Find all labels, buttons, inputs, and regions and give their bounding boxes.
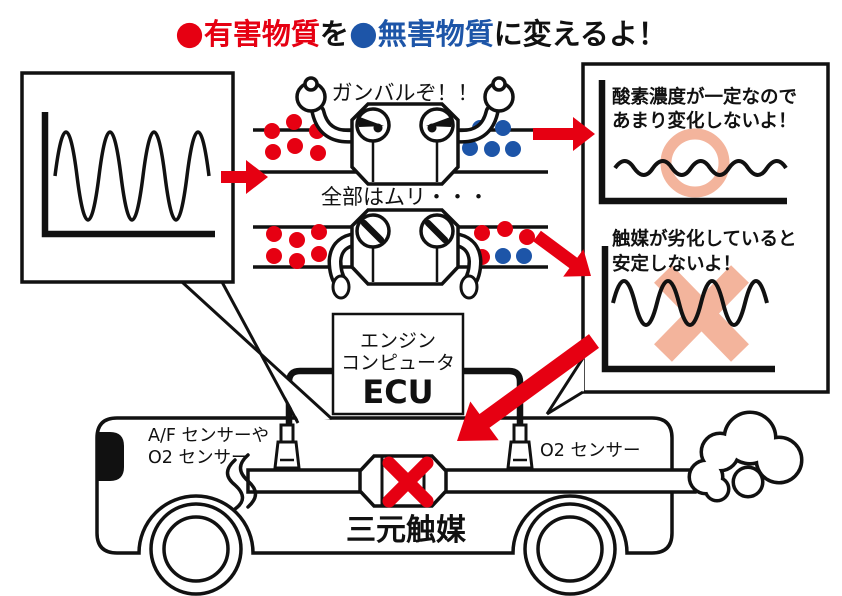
ecu-name-line1: エンジン [360, 330, 436, 352]
arrow-robot-to-panel-icon [533, 117, 595, 151]
arrow-panel-to-catalyst-icon [457, 334, 599, 441]
rear-o2-sensor [506, 423, 534, 470]
exhaust-pipe [246, 468, 697, 494]
panel-tail-fill [182, 281, 332, 423]
catalyst-robot-genki: ガンバルぞ！！ [253, 76, 548, 186]
front-sensor-label-line2: O2 センサー [148, 448, 248, 468]
front-sensor-label-line1: A/F センサーや [148, 426, 269, 446]
rear-wheel [523, 502, 617, 596]
af-sensor-wave [53, 130, 211, 222]
unstable-wave [611, 279, 769, 327]
rear-sensor-label: O2 センサー [540, 441, 640, 461]
flow-arrows [221, 117, 599, 441]
ecu-box: エンジン コンピュータ ECU [331, 312, 465, 416]
ecu-abbr: ECU [362, 373, 433, 411]
stable-caption-line1: 酸素濃度が一定なので [612, 86, 797, 108]
stable-caption-line2: あまり変化しないよ！ [612, 110, 797, 132]
exhaust-cloud-icon [687, 410, 804, 503]
page-title: ●有害物質を●無害物質に変えるよ！ [175, 13, 667, 52]
catalyst-unit [358, 454, 448, 508]
catalyst-label: 三元触媒 [346, 513, 467, 548]
arrow-tired-to-panel-icon [533, 230, 591, 277]
harmful-dot-icon: ● [175, 13, 204, 52]
car-illustration: A/F センサーや O2 センサー O2 センサー 三元触媒 [95, 367, 804, 596]
arrow-left-to-robot-icon [221, 160, 268, 194]
flat-wave [613, 159, 788, 177]
ecu-name-line2: コンピュータ [341, 352, 455, 374]
left-graph-panel [20, 71, 334, 424]
harmful-dots-in [266, 224, 327, 269]
tired-speech: 全部はムリ・・・ [321, 185, 489, 209]
angry-eyes [355, 107, 455, 143]
fists [295, 76, 515, 113]
genki-speech: ガンバルぞ！！ [332, 81, 479, 105]
flexed-arms [310, 104, 500, 144]
degraded-caption-line2: 安定しないよ！ [612, 253, 741, 275]
heat-squiggle-icon [225, 453, 258, 511]
front-wheel [149, 502, 243, 596]
graph-catalyst-degraded: 触媒が劣化していると 安定しないよ！ [601, 228, 796, 373]
tired-eyes [355, 213, 455, 249]
headlight [97, 432, 124, 481]
catalyst-x-icon [382, 456, 434, 508]
front-af-sensor [273, 423, 301, 470]
degraded-caption-line1: 触媒が劣化していると [612, 228, 796, 250]
harmless-dot-icon: ● [349, 13, 378, 52]
catalyst-robot-tired: 全部はムリ・・・ [253, 185, 548, 300]
axis [41, 112, 215, 238]
harmless-dots-out [495, 248, 532, 264]
graph-oxygen-stable: 酸素濃度が一定なので あまり変化しないよ！ [598, 80, 797, 205]
ecu-wire-rear [463, 367, 524, 425]
right-graph-panel: 酸素濃度が一定なので あまり変化しないよ！ 触媒が劣化していると 安定しないよ！ [545, 62, 830, 416]
